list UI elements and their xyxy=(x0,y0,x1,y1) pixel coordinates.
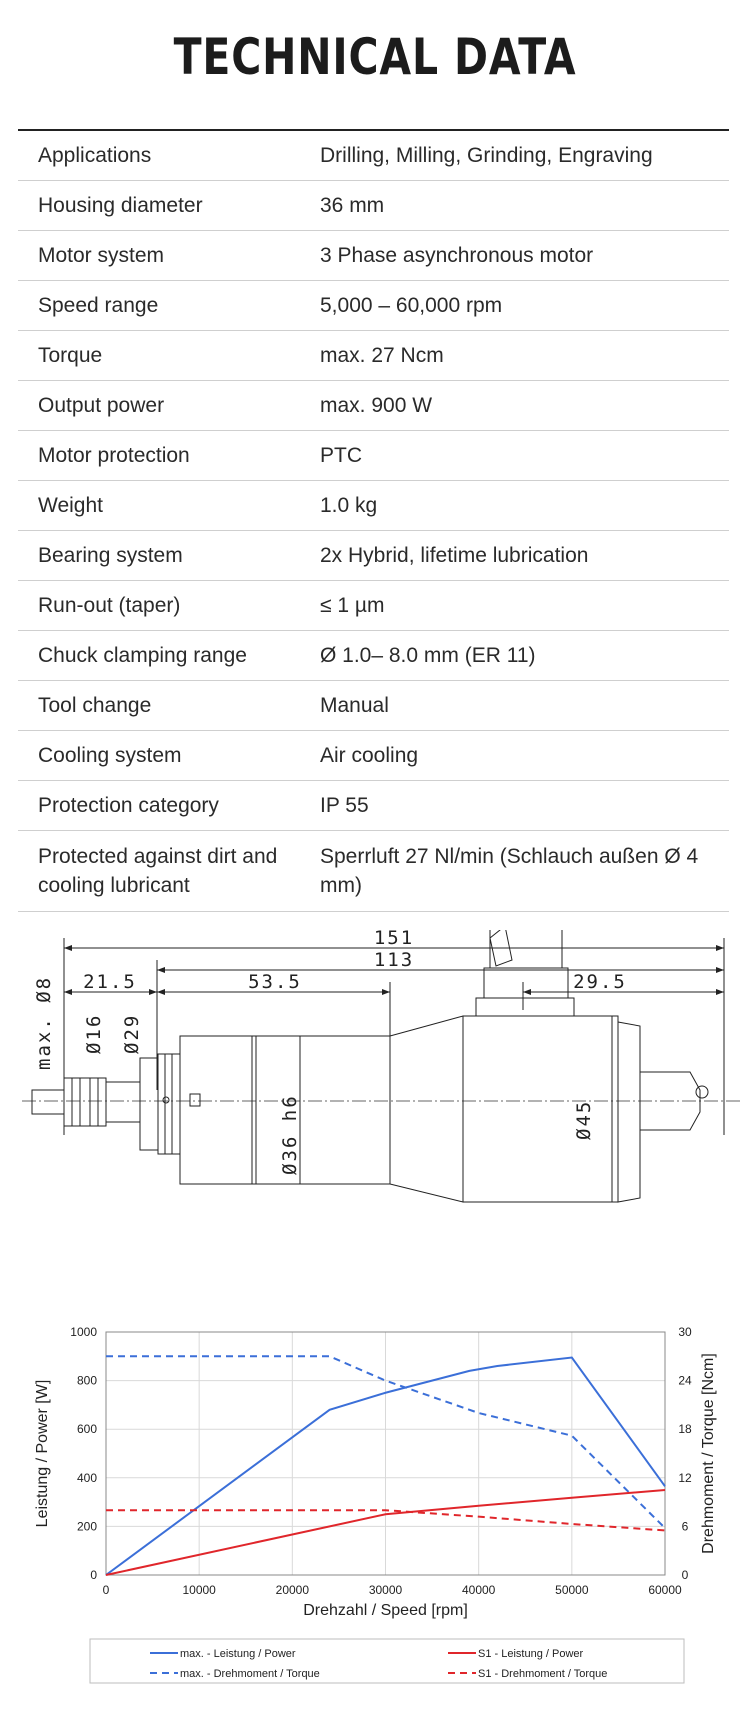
dim-d29: Ø29 xyxy=(121,1014,143,1054)
y2-tick-label: 12 xyxy=(678,1471,692,1485)
spec-value: max. 900 W xyxy=(320,394,433,417)
legend-label: max. - Drehmoment / Torque xyxy=(180,1668,320,1680)
x-axis-label: Drehzahl / Speed [rpm] xyxy=(303,1602,468,1619)
y-tick-label: 600 xyxy=(77,1422,97,1436)
spec-label: Output power xyxy=(38,394,165,417)
spec-table: Applications Drilling, Milling, Grinding,… xyxy=(18,129,729,912)
y2-tick-label: 30 xyxy=(678,1325,692,1339)
plot-frame xyxy=(105,1331,666,1576)
spec-value: PTC xyxy=(320,444,362,467)
spec-row: Speed range 5,000 – 60,000 rpm xyxy=(18,281,729,331)
legend-label: S1 - Leistung / Power xyxy=(478,1648,584,1660)
spec-row: Housing diameter 36 mm xyxy=(18,181,729,231)
spec-row: Bearing system 2x Hybrid, lifetime lubric… xyxy=(18,531,729,581)
spec-label: Housing diameter xyxy=(38,194,203,217)
spec-label: Speed range xyxy=(38,294,159,317)
x-tick-label: 30000 xyxy=(369,1583,403,1597)
x-tick-label: 10000 xyxy=(182,1583,216,1597)
y2-tick-label: 0 xyxy=(682,1568,689,1582)
series-line-4 xyxy=(106,1509,666,1532)
spec-value: ≤ 1 µm xyxy=(320,594,385,617)
dim-total: 151 xyxy=(374,930,414,949)
spec-row: Motor protection PTC xyxy=(18,431,729,481)
series-line-1 xyxy=(105,1356,666,1576)
y2-tick-label: 18 xyxy=(678,1422,692,1436)
dim-d16: Ø16 xyxy=(83,1014,105,1054)
spec-label: Tool change xyxy=(38,694,152,717)
spec-value: 2x Hybrid, lifetime lubrication xyxy=(320,544,589,567)
spec-label: Cooling system xyxy=(38,744,182,767)
spec-row: Protected against dirt and cooling lubri… xyxy=(18,831,729,912)
spec-label: Chuck clamping range xyxy=(38,644,247,667)
spec-value: Drilling, Milling, Grinding, Engraving xyxy=(320,144,653,167)
x-tick-label: 60000 xyxy=(648,1583,682,1597)
dim-body: 113 xyxy=(374,949,414,971)
spec-value: Ø 1.0– 8.0 mm (ER 11) xyxy=(320,644,536,667)
y-tick-label: 1000 xyxy=(70,1325,97,1339)
dim-d45: Ø45 xyxy=(573,1100,595,1140)
series-line-3 xyxy=(105,1488,666,1576)
spec-value: max. 27 Ncm xyxy=(320,344,444,367)
spec-label: Torque xyxy=(38,344,103,367)
y-tick-label: 400 xyxy=(77,1471,97,1485)
spec-value: 3 Phase asynchronous motor xyxy=(320,244,594,267)
dim-mid: 53.5 xyxy=(248,971,302,993)
legend-label: S1 - Drehmoment / Torque xyxy=(478,1668,607,1680)
spec-label: Applications xyxy=(38,144,152,167)
series-line-2 xyxy=(106,1355,666,1529)
spec-label: Bearing system xyxy=(38,544,183,567)
legend-box xyxy=(89,1638,685,1684)
spec-value: Sperrluft 27 Nl/min (Schlauch außen Ø 4 … xyxy=(320,845,699,897)
spec-row: Protection category IP 55 xyxy=(18,781,729,831)
x-tick-label: 40000 xyxy=(462,1583,496,1597)
spec-row: Applications Drilling, Milling, Grinding,… xyxy=(18,130,729,181)
page-title: TECHNICAL DATA xyxy=(173,28,577,86)
spec-label: Protected against dirt and cooling lubri… xyxy=(38,845,278,897)
spec-value: 5,000 – 60,000 rpm xyxy=(320,294,503,317)
spec-label: Motor system xyxy=(38,244,165,267)
y2-axis-label: Drehmoment / Torque [Ncm] xyxy=(700,1353,717,1554)
spec-value: 36 mm xyxy=(320,194,385,217)
spec-row: Run-out (taper) ≤ 1 µm xyxy=(18,581,729,631)
spec-row: Motor system 3 Phase asynchronous motor xyxy=(18,231,729,281)
spec-row: Cooling system Air cooling xyxy=(18,731,729,781)
dim-max-d: max. Ø8 xyxy=(33,976,55,1070)
x-tick-label: 0 xyxy=(103,1583,110,1597)
spec-value: Air cooling xyxy=(320,744,419,767)
spec-row: Tool change Manual xyxy=(18,681,729,731)
x-tick-label: 50000 xyxy=(555,1583,589,1597)
spec-row: Output power max. 900 W xyxy=(18,381,729,431)
spec-label: Weight xyxy=(38,494,103,517)
spec-row: Chuck clamping range Ø 1.0– 8.0 mm (ER 11… xyxy=(18,631,729,681)
spec-value: IP 55 xyxy=(320,794,369,817)
dim-d36: Ø36 h6 xyxy=(279,1094,301,1175)
spec-value: Manual xyxy=(320,694,389,717)
y2-tick-label: 24 xyxy=(678,1374,692,1388)
spec-value: 1.0 kg xyxy=(320,494,378,517)
spec-row: Weight 1.0 kg xyxy=(18,481,729,531)
spec-row: Torque max. 27 Ncm xyxy=(18,331,729,381)
dim-front: 21.5 xyxy=(83,971,137,993)
y-axis-label: Leistung / Power [W] xyxy=(34,1380,51,1528)
y-tick-label: 0 xyxy=(90,1568,97,1582)
spec-label: Run-out (taper) xyxy=(38,594,181,617)
spindle-drawing: 151 113 21.5 53.5 29.5 max. Ø8 Ø16 Ø29 Ø… xyxy=(22,930,740,1203)
y2-tick-label: 6 xyxy=(682,1519,689,1533)
x-tick-label: 20000 xyxy=(276,1583,310,1597)
spec-label: Motor protection xyxy=(38,444,190,467)
legend-label: max. - Leistung / Power xyxy=(180,1648,296,1660)
dim-rear: 29.5 xyxy=(573,971,627,993)
spec-label: Protection category xyxy=(38,794,219,817)
y-tick-label: 800 xyxy=(77,1374,97,1388)
y-tick-label: 200 xyxy=(77,1519,97,1533)
